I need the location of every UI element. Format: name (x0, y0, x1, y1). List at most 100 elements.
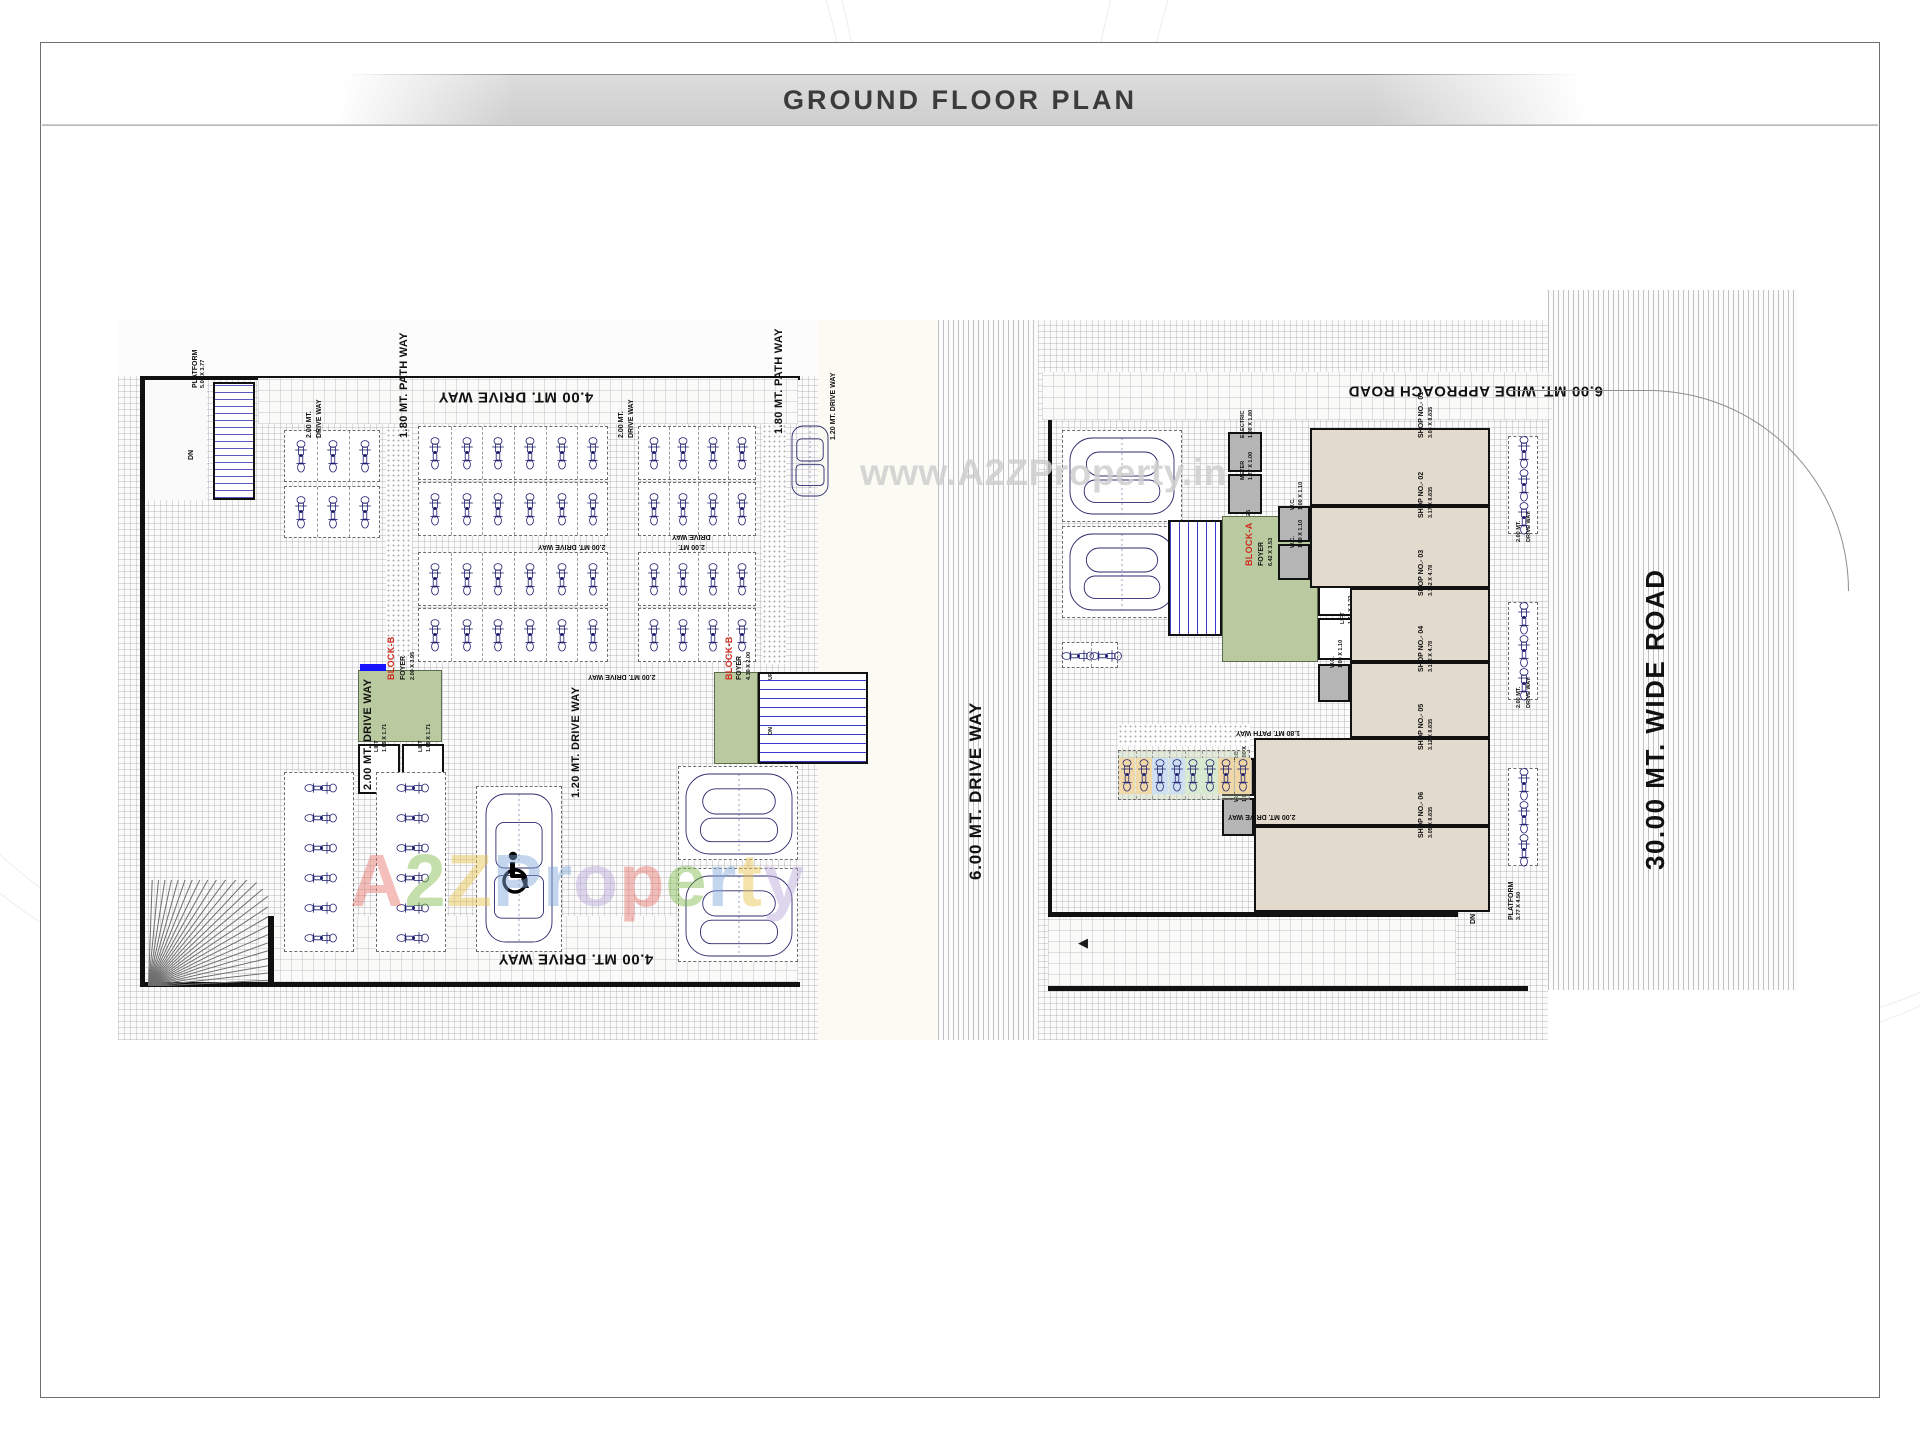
wc-1-label: W.C. (1290, 498, 1296, 510)
motorcycle-icon (675, 492, 691, 528)
shop-03-name: SHOP NO.- 03 (1418, 549, 1425, 596)
page-title: GROUND FLOOR PLAN (783, 84, 1137, 115)
bay-divider (727, 609, 729, 661)
platform-left-dims: 5.00 X 3.77 (200, 359, 206, 388)
path-way-strip-2 (762, 424, 786, 664)
bottom-drive-right (1048, 916, 1456, 986)
bay-divider (450, 553, 452, 605)
watermark-letter: t (737, 839, 763, 922)
path-way-strip-1 (386, 428, 412, 656)
watermark-letter: r (707, 839, 738, 922)
platform-left-label: PLATFORM (192, 349, 199, 388)
motorcycle-icon (302, 930, 338, 946)
bay-divider (514, 483, 515, 535)
motorcycle-icon (459, 618, 475, 654)
shop-06-name: SHOP NO.- 06 (1418, 791, 1425, 838)
bike-bay-b3 (418, 552, 608, 606)
bay-divider (698, 553, 699, 605)
bike-bay-e3 (1508, 767, 1538, 869)
bay-divider (450, 609, 452, 661)
shop-02-name: SHOP NO.- 02 (1418, 471, 1425, 518)
path-way-label-2: 1.80 MT. PATH WAY (773, 328, 785, 434)
motorcycle-icon (325, 495, 341, 531)
motorcycle-icon (1152, 758, 1169, 794)
car-bay-2 (678, 868, 798, 962)
lift-b-left-2-dims: 1.69 X 1.71 (426, 723, 432, 752)
bay-divider (727, 427, 729, 479)
shop-05-name: SHOP NO.- 05 (1418, 703, 1425, 750)
shop-04[interactable] (1350, 662, 1490, 738)
motorcycle-icon (459, 492, 475, 528)
top-drive-way-label: 4.00 MT. DRIVE WAY (438, 388, 594, 406)
motorcycle-icon (302, 870, 338, 886)
drive-label-right-low: 2.00 MT. DRIVE WAY (1228, 813, 1296, 821)
lift-b-left-1-dims: 1.69 X 1.71 (382, 723, 388, 752)
motorcycle-icon (1516, 468, 1532, 504)
wc-6 (1222, 798, 1254, 836)
bay-divider (698, 483, 699, 535)
bike-bay-c4 (638, 608, 756, 662)
motorcycle-icon (427, 618, 443, 654)
shop-03[interactable] (1350, 588, 1490, 662)
shop-01-dims: 3.05 X 8.835 (1428, 406, 1434, 438)
motorcycle-icon (427, 436, 443, 472)
motorcycle-icon (302, 840, 338, 856)
motorcycle-icon (293, 439, 309, 475)
title-notch-left (42, 74, 662, 124)
bike-bay-a2 (284, 486, 380, 538)
motorcycle-icon (646, 492, 662, 528)
motorcycle-icon (293, 495, 309, 531)
motorcycle-icon (554, 492, 570, 528)
bay-divider (349, 431, 350, 481)
bay-divider (482, 609, 484, 661)
block-b-mid-foyer (714, 672, 758, 764)
bay-divider (450, 483, 452, 535)
drive-label-e1: 2.00 MT. (1516, 520, 1522, 542)
bay-divider (727, 483, 729, 535)
drive-label-a2: DRIVE WAY (316, 399, 323, 438)
shop-05-dims: 3.12 X 8.835 (1428, 718, 1434, 750)
motorcycle-icon (585, 436, 601, 472)
bike-bay-a1 (284, 430, 380, 482)
shop-04-dims: 3.152 X 4.78 (1428, 640, 1434, 672)
motorcycle-icon (490, 562, 506, 598)
watermark-letter: Pr (492, 839, 573, 922)
bike-bay-rp (1061, 642, 1122, 668)
motorcycle-icon (585, 492, 601, 528)
motorcycle-icon (1516, 667, 1532, 703)
motorcycle-icon (1516, 833, 1532, 869)
door-block-b-left (360, 664, 386, 671)
motorcycle-icon (394, 810, 430, 826)
motorcycle-icon (490, 436, 506, 472)
drive-label-c: 2.00 MT. (618, 411, 625, 438)
shop-05[interactable] (1254, 738, 1490, 826)
car-right-2 (684, 874, 794, 958)
motorcycle-icon (1516, 767, 1532, 803)
wc-2 (1278, 544, 1310, 580)
plan-canvas: PLATFORM 5.00 X 3.77 DN 4.00 MT. DRIVE W… (118, 290, 1849, 1110)
motorcycle-icon (427, 492, 443, 528)
motorcycle-icon (554, 618, 570, 654)
motorcycle-icon (427, 562, 443, 598)
motorcycle-icon (394, 780, 430, 796)
block-a-name: BLOCK-A (1244, 522, 1254, 566)
shop-02[interactable] (1310, 506, 1490, 588)
drive-label-120-1: 1.20 MT. DRIVE WAY (830, 372, 837, 440)
main-road-label: 30.00 MT. WIDE ROAD (1640, 568, 1670, 870)
motorcycle-icon (302, 900, 338, 916)
motorcycle-icon (522, 492, 538, 528)
platform-left-dn: DN (188, 449, 195, 460)
bay-divider (514, 609, 515, 661)
motorcycle-icon (1218, 758, 1235, 794)
wc-1-dims: 1.00 X 1.10 (1298, 481, 1304, 510)
motorcycle-icon (646, 436, 662, 472)
wc-2-dims: 1.00 X 1.10 (1298, 519, 1304, 548)
main-road-band (1548, 290, 1798, 990)
lift-b-left-2-label: LIFT (418, 740, 424, 752)
bay-divider (349, 487, 350, 537)
bike-bay-b2 (418, 482, 608, 536)
watermark-letter: 2 (404, 839, 447, 922)
shop-01[interactable] (1310, 428, 1490, 506)
shop-06[interactable] (1254, 826, 1490, 912)
